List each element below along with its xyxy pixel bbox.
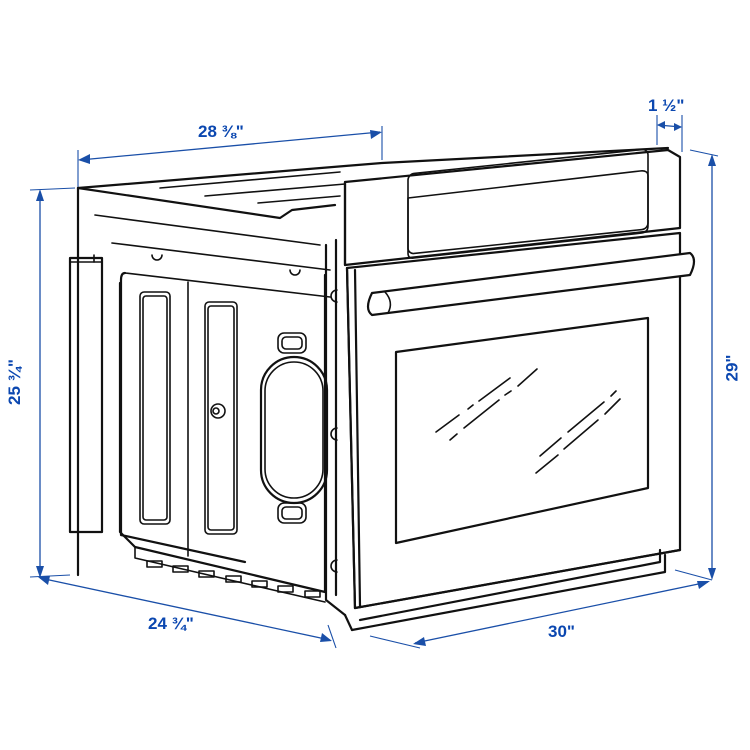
oven-body (68, 146, 696, 632)
dimension-height-side: 25 ¾" (4, 359, 24, 405)
dimension-depth-top: 28 ⅜" (198, 122, 244, 141)
dimension-front-width: 30" (548, 622, 575, 641)
dimension-height-front: 29" (722, 354, 742, 382)
dimension-door-protrusion: 1 ½" (648, 96, 685, 115)
dimension-lines (29, 115, 719, 649)
dimension-depth-bottom: 24 ¾" (148, 614, 194, 633)
